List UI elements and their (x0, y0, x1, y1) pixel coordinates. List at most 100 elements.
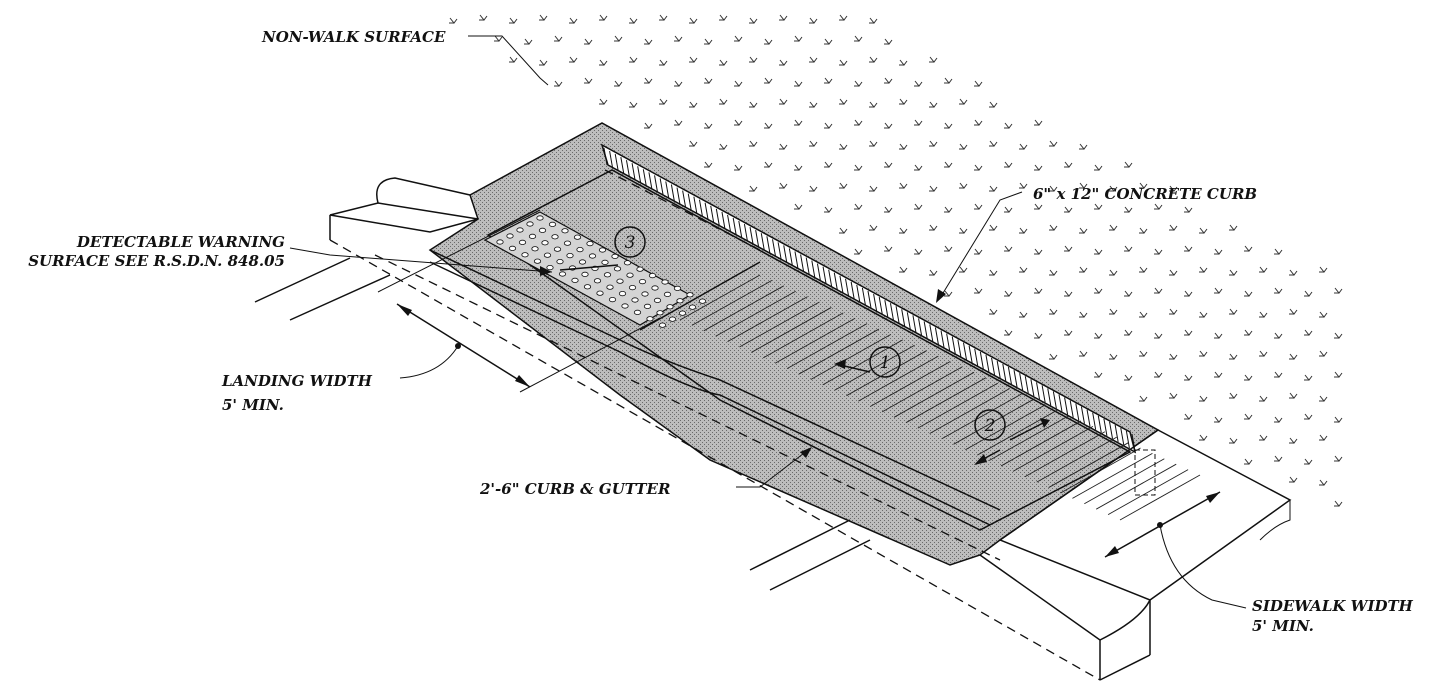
grass-tick (1079, 266, 1088, 273)
grass-tick (1244, 458, 1253, 465)
ramp-hatch (679, 274, 1201, 521)
warning-dome (536, 215, 544, 221)
curb-rib (1036, 382, 1041, 400)
warning-dome (638, 278, 647, 285)
grass-tick (1169, 185, 1178, 192)
sidewalk-width-min-label: 5' MIN. (1252, 617, 1314, 635)
grass-tick (779, 98, 788, 105)
grass-tick (1139, 311, 1148, 318)
grass-tick (944, 77, 953, 84)
curb-rib (996, 360, 1001, 379)
grass-tick (884, 245, 893, 252)
warning-dome (658, 322, 667, 328)
concrete-curb-leader (939, 191, 1023, 299)
grass-tick (1199, 266, 1208, 273)
ramp-hatch-line (691, 280, 773, 326)
grass-tick (1199, 311, 1208, 318)
curb-rib (1080, 406, 1085, 424)
grass-tick (1049, 185, 1058, 192)
landing-width-min-label: 5' MIN. (222, 396, 284, 414)
grass-tick (614, 80, 623, 87)
grass-tick (1199, 434, 1208, 441)
warning-dome (613, 266, 622, 272)
curb-rib (603, 147, 608, 166)
warning-dome (586, 241, 594, 247)
grass-tick (764, 122, 773, 129)
grass-tick (1199, 395, 1208, 402)
grass-tick (854, 164, 863, 171)
grass-tick (1274, 248, 1283, 255)
warning-dome (573, 234, 582, 240)
warning-dome (531, 246, 539, 252)
concrete-curb-label: 6" x 12" CONCRETE CURB (1033, 185, 1257, 203)
warning-dome (611, 253, 619, 259)
grass-tick (1034, 203, 1043, 210)
warning-dome (528, 233, 537, 239)
grass-tick (869, 224, 878, 231)
grass-tick (959, 143, 968, 150)
grass-tick (1214, 371, 1223, 378)
curb-rib (625, 160, 630, 178)
grass-tick (449, 17, 458, 24)
grass-tick (989, 224, 998, 231)
grass-tick (1004, 290, 1013, 297)
grass-tick (974, 119, 983, 126)
curb-rib (749, 227, 754, 245)
ramp-hatch-line (941, 393, 1022, 440)
curb-rib (867, 290, 872, 309)
grass-tick (524, 38, 533, 45)
warning-dome (646, 316, 654, 322)
grass-tick (1019, 227, 1028, 234)
curb-rib (906, 312, 911, 330)
grass-tick (719, 143, 728, 150)
curb-rib (918, 318, 923, 336)
ramp-hatch-line (858, 355, 939, 402)
grass-tick (689, 56, 698, 63)
non-walk-surface-label: NON-WALK SURFACE (261, 28, 446, 46)
grass-tick (1169, 353, 1178, 360)
grass-tick (749, 17, 758, 24)
curb-rib (704, 202, 709, 220)
grass-tick (839, 182, 848, 189)
curb-rib (889, 303, 894, 321)
grass-tick (1244, 374, 1253, 381)
grass-tick (539, 14, 548, 21)
grass-tick (1079, 182, 1088, 189)
grass-tick (884, 122, 893, 129)
warning-dome (626, 272, 634, 278)
grass-tick (1319, 434, 1328, 441)
grass-tick (899, 98, 908, 105)
grass-tick (899, 227, 908, 234)
curb-rib (687, 193, 692, 211)
grass-tick (929, 269, 938, 276)
grass-tick (1289, 476, 1298, 483)
warning-dome (608, 296, 617, 303)
grass-tick (1019, 266, 1028, 273)
callout-2: 2 (974, 409, 1006, 441)
grass-tick (1169, 224, 1178, 231)
grass-tick (1094, 248, 1103, 255)
curb-rib (631, 163, 636, 181)
ramp-hatch-line (929, 388, 1010, 434)
grass-tick (1034, 164, 1043, 171)
ramp-hatch-line (1072, 452, 1153, 499)
grass-tick (779, 143, 788, 150)
grass-tick (569, 56, 578, 63)
grass-tick (764, 77, 773, 84)
grass-tick (1109, 353, 1118, 360)
grass-tick (779, 182, 788, 189)
grass-tick (1319, 266, 1328, 273)
curb-rib (833, 272, 838, 290)
grass-tick (1214, 416, 1223, 423)
curb-rib (1125, 430, 1130, 449)
grass-tick (884, 77, 893, 84)
warning-dome (546, 264, 554, 271)
grass-tick (1274, 455, 1283, 462)
warning-dome (548, 221, 557, 227)
warning-dome (618, 290, 627, 297)
dashed-line-upper (374, 254, 1001, 561)
grass-tick (794, 35, 803, 42)
callout-3-number: 3 (625, 233, 636, 253)
warning-dome (543, 252, 552, 258)
grass-tick (1334, 332, 1343, 339)
